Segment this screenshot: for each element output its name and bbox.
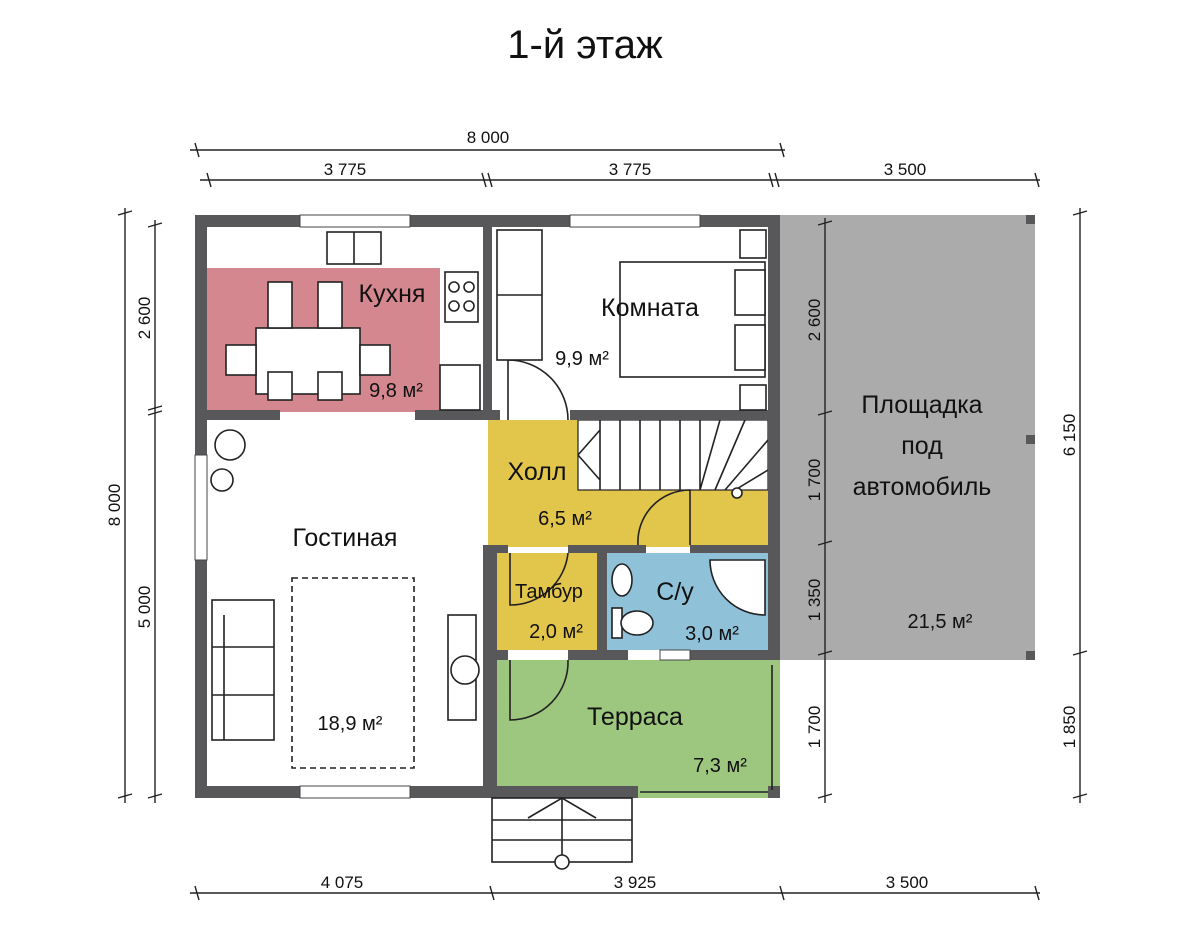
dim-left-total: 8 000	[105, 484, 124, 527]
dim-left-1: 2 600	[135, 297, 154, 340]
living-label: Гостиная	[293, 524, 398, 552]
bedroom-label: Комната	[601, 294, 699, 322]
vestibule-label: Тамбур	[515, 581, 583, 603]
bathroom-label: С/у	[656, 578, 694, 606]
bathroom-area-value: 3,0 м²	[685, 623, 739, 645]
vestibule-door[interactable]	[509, 552, 569, 606]
dimension-lines	[117, 142, 1088, 901]
hall-label: Холл	[508, 458, 567, 486]
terrace-door[interactable]	[509, 659, 569, 721]
plan-title: 1-й этаж	[507, 23, 663, 67]
dim-bottom-3: 3 500	[886, 873, 929, 892]
entrance-steps	[491, 797, 633, 870]
kitchen-area-value: 9,8 м²	[369, 380, 423, 402]
bedroom-area-value: 9,9 м²	[555, 348, 609, 370]
bathroom-door[interactable]	[637, 489, 691, 546]
dim-right-outer-2: 1 850	[1060, 706, 1079, 749]
terrace-area-value: 7,3 м²	[693, 755, 747, 777]
dim-right-inner-4: 1 700	[805, 706, 824, 749]
living-area-value: 18,9 м²	[318, 713, 383, 735]
carport-label-line1: Площадка	[861, 391, 982, 419]
dim-left-2: 5 000	[135, 586, 154, 629]
dim-right-inner-1: 2 600	[805, 299, 824, 342]
carport-area-value: 21,5 м²	[908, 611, 973, 633]
kitchen-label: Кухня	[359, 280, 426, 308]
dim-right-inner-2: 1 700	[805, 459, 824, 502]
vestibule-area	[497, 553, 597, 650]
dim-bottom-2: 3 925	[614, 873, 657, 892]
carport-label-line3: автомобиль	[853, 473, 992, 501]
staircase	[577, 419, 769, 499]
terrace-area	[492, 660, 780, 798]
dim-top-2: 3 775	[609, 160, 652, 179]
dim-bottom-1: 4 075	[321, 873, 364, 892]
furniture	[210, 229, 767, 769]
dim-top-total: 8 000	[467, 128, 510, 147]
dim-right-inner-3: 1 350	[805, 579, 824, 622]
carport-area	[780, 215, 1035, 660]
dim-top-3: 3 500	[884, 160, 927, 179]
dim-top-1: 3 775	[324, 160, 367, 179]
dim-right-outer-1: 6 150	[1060, 414, 1079, 457]
terrace-label: Терраса	[587, 703, 683, 731]
vestibule-area-value: 2,0 м²	[529, 621, 583, 643]
walls	[194, 214, 780, 799]
hall-area-value: 6,5 м²	[538, 508, 592, 530]
carport-label-line2: под	[901, 432, 943, 460]
